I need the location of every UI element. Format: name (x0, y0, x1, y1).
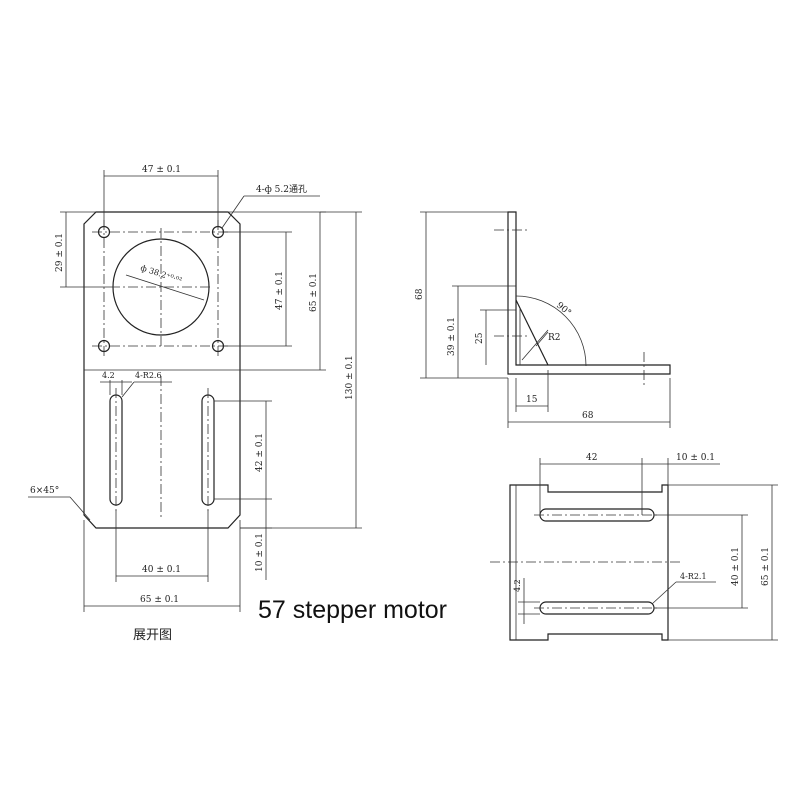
dim-top-end-offset: 10 ± 0.1 (676, 453, 715, 463)
dim-top-slot-length: 42 (586, 453, 597, 463)
gusset (515, 299, 549, 366)
dim-top-slot-spacing: 40 ± 0.1 (731, 547, 741, 586)
dim-hole-callout: 4-ф 5.2通孔 (256, 184, 307, 195)
dim-top-offset: 29 ± 0.1 (55, 233, 65, 272)
dim-width: 65 ± 0.1 (140, 595, 179, 605)
dim-slot-radius: 4-R2.6 (135, 371, 162, 380)
dim-slot-length: 42 ± 0.1 (255, 433, 265, 472)
dim-top-width: 65 ± 0.1 (761, 547, 771, 586)
dim-side-length: 68 (582, 411, 594, 421)
dim-hole-spacing: 47 ± 0.1 (142, 165, 181, 175)
top-view: 42 10 ± 0.1 40 ± 0.1 65 ± 0.1 4.2 4-R2.1 (490, 453, 778, 641)
flat-pattern-view: 47 ± 0.1 4-ф 5.2通孔 29 ± 0.1 ф 38.2⁺⁰·⁰² … (28, 165, 362, 612)
side-view: 68 39 ± 0.1 25 90° R2 15 68 (415, 211, 671, 428)
dim-slot-width: 4.2 (102, 371, 115, 380)
dim-top-slot-radius: 4-R2.1 (680, 572, 707, 581)
flat-outline (83, 211, 241, 529)
dim-gusset-inner: 25 (475, 332, 485, 344)
dim-overall-height: 130 ± 0.1 (345, 355, 355, 400)
dim-gusset-base: 15 (526, 395, 538, 405)
dim-top-slot-width: 4.2 (513, 579, 522, 592)
dim-gusset-height: 39 ± 0.1 (447, 317, 457, 356)
product-caption: 57 stepper motor (258, 596, 447, 624)
dim-slot-bottom: 10 ± 0.1 (255, 533, 265, 572)
dim-chamfer: 6×45° (30, 486, 59, 496)
dim-angle: 90° (554, 301, 573, 319)
dim-side-height: 68 (415, 288, 425, 300)
dim-slot-spacing: 40 ± 0.1 (142, 565, 181, 575)
dim-radius: R2 (548, 333, 561, 343)
flat-pattern-label: 展开图 (133, 628, 173, 643)
dim-plate-height: 65 ± 0.1 (309, 273, 319, 312)
bracket-profile (507, 211, 671, 375)
dim-hole-spacing-v: 47 ± 0.1 (275, 271, 285, 310)
top-outline (509, 484, 669, 641)
